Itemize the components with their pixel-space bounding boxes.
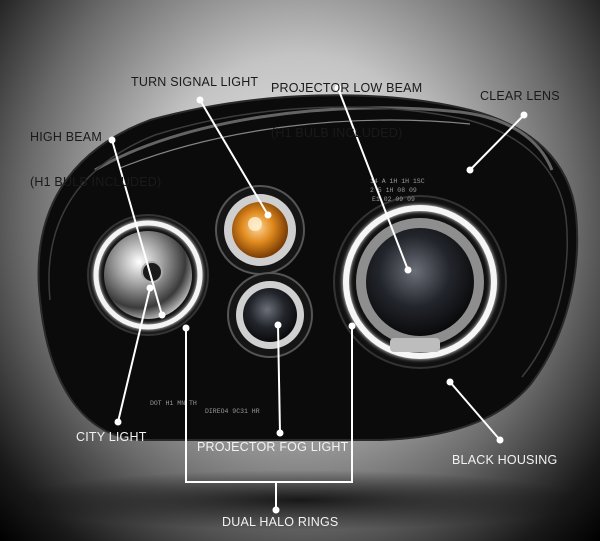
label-projector-low-beam: PROJECTOR LOW BEAM (H1 BULB INCLUDED) — [271, 51, 422, 171]
marking-bottom-left: DOT H1 MN TH — [150, 400, 197, 407]
dot-projector-fog-target — [274, 321, 282, 329]
marking-row1: 14 A 1H 1H 1SC — [370, 178, 425, 185]
label-high-beam: HIGH BEAM (H1 BULB INCLUDED) — [30, 100, 161, 220]
dot-turn-signal-target — [264, 211, 272, 219]
leader-high-beam — [111, 139, 163, 316]
marking-bottom-right: DIREO4 9C31 HR — [205, 408, 260, 415]
dot-projector-low-beam-label — [334, 84, 342, 92]
floor-shadow — [10, 470, 590, 530]
dot-black-housing-target — [446, 378, 454, 386]
label-projector-low-beam-line2: (H1 BULB INCLUDED) — [271, 126, 403, 140]
dot-high-beam-label — [108, 136, 116, 144]
dot-turn-signal-label — [196, 96, 204, 104]
fog-light-assembly — [227, 272, 313, 358]
dot-high-beam-target — [158, 311, 166, 319]
label-black-housing: BLACK HOUSING — [452, 453, 558, 467]
label-dual-halo: DUAL HALO RINGS — [222, 515, 339, 529]
label-high-beam-line2: (H1 BULB INCLUDED) — [30, 175, 162, 189]
leader-projector-fog — [277, 324, 281, 434]
projector-low-beam-assembly — [333, 195, 507, 369]
dot-projector-low-beam-target — [404, 266, 412, 274]
leader-dots — [108, 84, 528, 514]
turn-signal-assembly — [215, 185, 305, 275]
high-beam-assembly — [87, 214, 209, 336]
leader-dual-halo-bracket — [185, 326, 353, 483]
label-turn-signal: TURN SIGNAL LIGHT — [131, 75, 259, 89]
lens-markings: 14 A 1H 1H 1SC 2 5 1H 08 09 E1 02 09 09 … — [150, 178, 425, 415]
label-clear-lens: CLEAR LENS — [480, 89, 560, 103]
label-projector-fog: PROJECTOR FOG LIGHT — [197, 440, 349, 454]
dot-city-light-target — [146, 284, 154, 292]
dot-clear-lens-label — [520, 111, 528, 119]
housing-rim — [48, 106, 568, 378]
label-high-beam-line1: HIGH BEAM — [30, 130, 102, 144]
leader-clear-lens — [469, 114, 525, 171]
leader-lines — [111, 87, 525, 510]
marking-row2: 2 5 1H 08 09 — [370, 187, 417, 194]
leader-turn-signal — [199, 99, 269, 216]
dot-projector-fog-label — [276, 429, 284, 437]
dot-dual-halo-label — [272, 506, 280, 514]
dot-black-housing-label — [496, 436, 504, 444]
leader-projector-low-beam — [337, 87, 409, 271]
dot-dual-halo-right — [348, 322, 356, 330]
leader-black-housing — [449, 381, 501, 441]
dot-dual-halo-left — [182, 324, 190, 332]
label-city-light: CITY LIGHT — [76, 430, 147, 444]
dot-city-light-label — [114, 418, 122, 426]
label-projector-low-beam-line1: PROJECTOR LOW BEAM — [271, 81, 423, 95]
marking-row3: E1 02 09 09 — [372, 196, 415, 203]
dot-clear-lens-target — [466, 166, 474, 174]
leader-city-light — [117, 287, 151, 423]
clear-lens-highlight — [119, 119, 471, 169]
